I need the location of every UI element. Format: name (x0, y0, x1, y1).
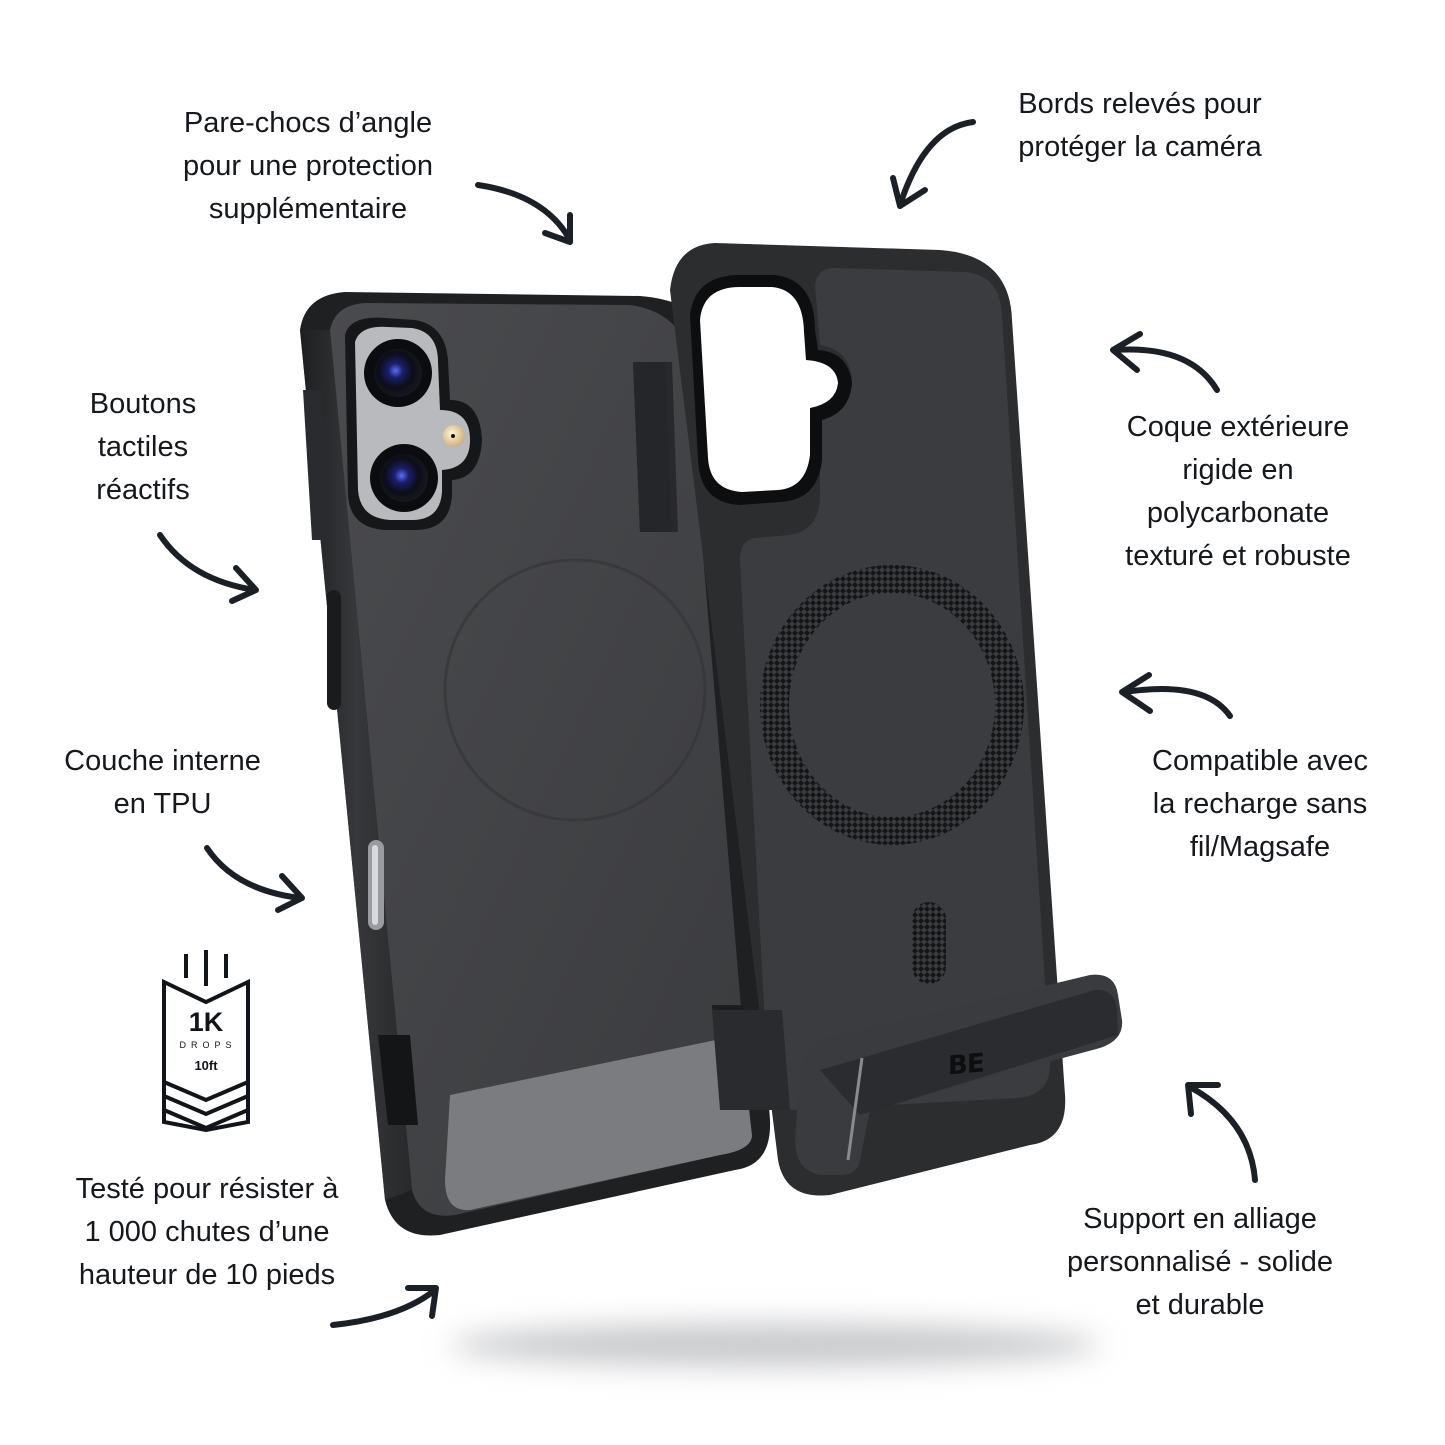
drop-unit: DROPS (179, 1040, 237, 1050)
callout-raised-edges: Bords relevés pour protéger la caméra (1018, 88, 1262, 163)
drop-badge-shield-icon (162, 950, 250, 1132)
arrow-tactile-buttons (157, 532, 259, 604)
action-button (327, 590, 341, 710)
callout-drop-test: Testé pour résister à 1 000 chutes d’une… (75, 1173, 339, 1291)
callout-magsafe: Compatible avec la recharge sans fil/Mag… (1152, 745, 1368, 863)
kickstand-hinge (846, 1057, 864, 1161)
callout-inner-layer: Couche interne en TPU (64, 745, 261, 820)
left-case-stand-recess (445, 1035, 752, 1211)
arrow-raised-edges (890, 119, 976, 209)
drop-test-badge: 1K DROPS 10ft (160, 950, 252, 1132)
magsafe-alignment-notch (912, 902, 946, 984)
arrow-kickstand (1185, 1082, 1258, 1183)
drop-height: 10ft (194, 1058, 218, 1073)
callout-tactile-buttons: Boutons tactiles réactifs (89, 388, 197, 506)
callout-corner-bumpers: Pare-chocs d’angle pour une protection s… (183, 107, 433, 225)
arrow-magsafe (1119, 672, 1233, 719)
arrow-drop-test (330, 1285, 439, 1328)
arrow-corner-bumpers (475, 182, 573, 245)
arrow-outer-shell (1110, 331, 1220, 393)
callout-kickstand: Support en alliage personnalisé - solide… (1067, 1203, 1333, 1321)
callout-outer-shell: Coque extérieure rigide en polycarbonate… (1125, 411, 1351, 572)
arrow-inner-layer (204, 845, 305, 913)
drop-count: 1K (188, 1007, 224, 1037)
